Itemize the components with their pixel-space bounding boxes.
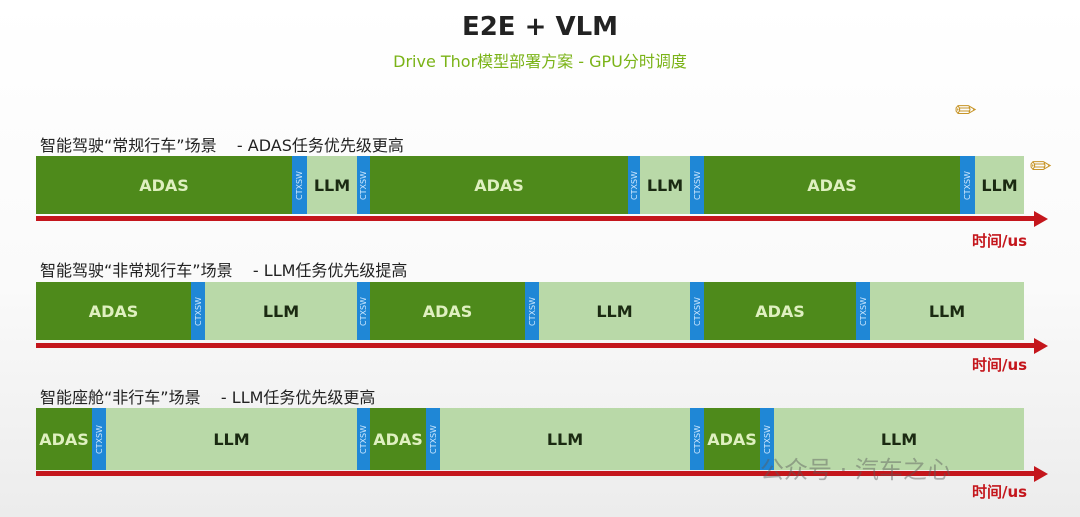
watermark: 公众号 · 汽车之心	[760, 456, 951, 484]
ctxsw-label: CTXSW	[359, 296, 369, 326]
time-axis-label: 时间/us	[972, 483, 1028, 501]
ctxsw-label: CTXSW	[94, 424, 104, 454]
slide-subtitle: Drive Thor模型部署方案 - GPU分时调度	[393, 52, 687, 71]
ctxsw-segment: CTXSW	[357, 408, 370, 470]
axis-arrow-icon	[1034, 210, 1048, 227]
row-label: 智能驾驶“非常规行车”场景 - LLM任务优先级提高	[40, 261, 408, 280]
ctxsw-segment: CTXSW	[426, 408, 440, 470]
ctxsw-segment: CTXSW	[690, 282, 704, 340]
axis-arrow-icon	[1034, 465, 1048, 482]
llm-segment: LLM	[774, 408, 1024, 470]
ctxsw-label: CTXSW	[858, 296, 868, 326]
adas-segment: ADAS	[370, 282, 525, 340]
pencil-icon: ✏	[955, 96, 977, 126]
llm-segment: LLM	[106, 408, 357, 470]
ctxsw-label: CTXSW	[295, 170, 305, 200]
ctxsw-label: CTXSW	[692, 424, 702, 454]
axis-arrow-icon	[1034, 337, 1048, 354]
ctxsw-label: CTXSW	[692, 296, 702, 326]
llm-segment: LLM	[640, 156, 690, 214]
llm-segment: LLM	[539, 282, 690, 340]
llm-segment: LLM	[307, 156, 357, 214]
ctxsw-segment: CTXSW	[690, 156, 704, 214]
llm-segment: LLM	[975, 156, 1024, 214]
ctxsw-segment: CTXSW	[357, 282, 370, 340]
ctxsw-segment: CTXSW	[856, 282, 870, 340]
time-axis	[36, 471, 1036, 476]
time-axis-label: 时间/us	[972, 232, 1028, 250]
adas-segment: ADAS	[36, 156, 292, 214]
ctxsw-label: CTXSW	[193, 296, 203, 326]
ctxsw-label: CTXSW	[428, 424, 438, 454]
ctxsw-segment: CTXSW	[960, 156, 975, 214]
ctxsw-segment: CTXSW	[628, 156, 640, 214]
ctxsw-label: CTXSW	[359, 424, 369, 454]
ctxsw-label: CTXSW	[359, 170, 369, 200]
ctxsw-label: CTXSW	[692, 170, 702, 200]
ctxsw-label: CTXSW	[963, 170, 973, 200]
pencil-icon: ✏	[1030, 152, 1052, 182]
adas-segment: ADAS	[36, 282, 191, 340]
row-label: 智能驾驶“常规行车”场景 - ADAS任务优先级更高	[40, 136, 404, 155]
adas-segment: ADAS	[370, 408, 426, 470]
ctxsw-segment: CTXSW	[690, 408, 704, 470]
row-label: 智能座舱“非行车”场景 - LLM任务优先级更高	[40, 388, 376, 407]
ctxsw-segment: CTXSW	[191, 282, 205, 340]
adas-segment: ADAS	[36, 408, 92, 470]
ctxsw-segment: CTXSW	[525, 282, 539, 340]
llm-segment: LLM	[205, 282, 357, 340]
time-axis-label: 时间/us	[972, 356, 1028, 374]
ctxsw-label: CTXSW	[629, 170, 639, 200]
adas-segment: ADAS	[704, 282, 856, 340]
ctxsw-label: CTXSW	[527, 296, 537, 326]
ctxsw-segment: CTXSW	[357, 156, 370, 214]
llm-segment: LLM	[440, 408, 690, 470]
adas-segment: ADAS	[370, 156, 628, 214]
ctxsw-segment: CTXSW	[292, 156, 307, 214]
ctxsw-segment: CTXSW	[92, 408, 106, 470]
time-axis	[36, 343, 1036, 348]
llm-segment: LLM	[870, 282, 1024, 340]
ctxsw-segment: CTXSW	[760, 408, 774, 470]
slide-title: E2E + VLM	[461, 12, 619, 42]
adas-segment: ADAS	[704, 156, 960, 214]
adas-segment: ADAS	[704, 408, 760, 470]
time-axis	[36, 216, 1036, 221]
